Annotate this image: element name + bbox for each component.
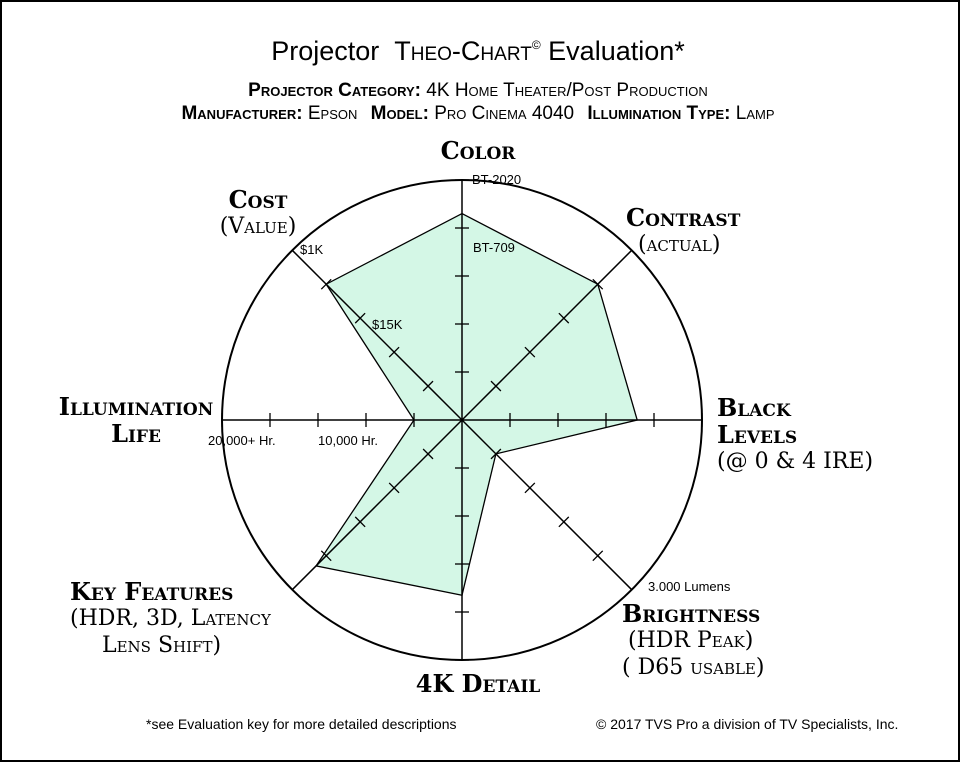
axis-label-black-levels: Black Levels (@ 0 & 4 IRE) [717,394,873,475]
axis-label-illumination-life: Illumination Life [48,393,224,447]
axis-label-life-title: Illumination [58,392,214,421]
title-part-theochart: Theo-Chart [394,36,532,66]
chart-title: Projector Theo-Chart© Evaluation* [0,36,956,67]
tick-label-lumens: 3.000 Lumens [648,579,731,594]
axis-label-detail-title: 4K Detail [415,669,541,698]
tick-mark-6-4 [320,550,332,562]
axis-label-4k-detail: 4K Detail [0,670,956,697]
axis-label-black-title2: Levels [717,420,798,449]
tick-mark-8-1 [422,380,434,392]
footer-copyright: © 2017 TVS Pro a division of TV Speciali… [596,716,899,732]
axis-label-black-title: Black [717,393,791,422]
category-value: 4K Home Theater/Post Production [426,80,708,101]
axis-label-cost-sub: (Value) [219,214,297,239]
model-value: Pro Cinema 4040 [434,103,575,124]
tick-mark-6-5 [286,584,298,596]
tick-mark-8-2 [388,346,400,358]
tick-mark-2-1 [490,380,502,392]
illumination-value: Lamp [735,103,775,124]
illumination-label: Illumination Type: [587,103,731,124]
axis-label-contrast-sub: (actual) [638,232,721,257]
tick-mark-8-4 [320,278,332,290]
category-label: Projector Category: [248,80,422,101]
tick-mark-4-3 [558,516,570,528]
axis-line-6 [291,419,463,591]
axis-label-cost: Cost (Value) [210,186,306,240]
axis-label-features-title: Key Features [70,577,234,606]
tick-mark-4-2 [524,482,536,494]
axis-line-4 [461,419,633,591]
subtitle-specs: Manufacturer: Epson Model: Pro Cinema 40… [0,103,956,125]
axis-label-brightness: Brightness (HDR Peak) ( D65 usable) [622,600,764,681]
manufacturer-label: Manufacturer: [181,103,303,124]
tick-mark-4-4 [592,550,604,562]
axis-label-brightness-sub1: (HDR Peak) [628,628,754,653]
axis-label-contrast-title: Contrast [626,203,741,232]
manufacturer-value: Epson [307,103,358,124]
axis-label-contrast: Contrast (actual) [626,204,740,258]
axis-label-key-features: Key Features (HDR, 3D, Latency Lens Shif… [70,578,271,659]
tick-mark-4-1 [490,448,502,460]
footer-note: *see Evaluation key for more detailed de… [146,716,457,732]
tick-mark-2-4 [592,278,604,290]
title-part-projector: Projector [271,36,380,66]
tick-label-15k: $15K [372,317,403,332]
tick-mark-2-3 [558,312,570,324]
axis-label-features-sub2: Lens Shift) [102,633,222,658]
subtitle-category: Projector Category: 4K Home Theater/Post… [0,80,956,102]
axis-label-color: Color [0,137,956,164]
model-label: Model: [370,103,429,124]
axis-label-black-sub: (@ 0 & 4 IRE) [717,449,874,474]
tick-mark-2-2 [524,346,536,358]
copyright-mark: © [531,38,541,52]
axis-label-cost-title: Cost [228,185,288,214]
tick-mark-4-5 [626,584,638,596]
axis-label-life-title2: Life [111,419,161,448]
tick-mark-2-5 [626,244,638,256]
tick-label-20000hr: 20,000+ Hr. [208,433,276,448]
axis-label-brightness-title: Brightness [622,599,761,628]
tick-label-1k: $1K [300,242,323,257]
axis-label-color-title: Color [440,136,516,165]
axis-line-2 [461,249,633,421]
tick-mark-8-5 [286,244,298,256]
axis-label-features-sub1: (HDR, 3D, Latency [70,606,271,631]
tick-label-bt709: BT-709 [473,240,515,255]
tick-mark-6-2 [388,482,400,494]
tick-mark-8-3 [354,312,366,324]
tick-mark-6-3 [354,516,366,528]
title-part-evaluation: Evaluation* [548,36,685,66]
axis-line-8 [291,249,463,421]
axis-label-brightness-sub2: ( D65 usable) [622,655,765,680]
tick-label-10000hr: 10,000 Hr. [318,433,378,448]
tick-label-bt2020: BT-2020 [472,172,521,187]
tick-mark-6-1 [422,448,434,460]
